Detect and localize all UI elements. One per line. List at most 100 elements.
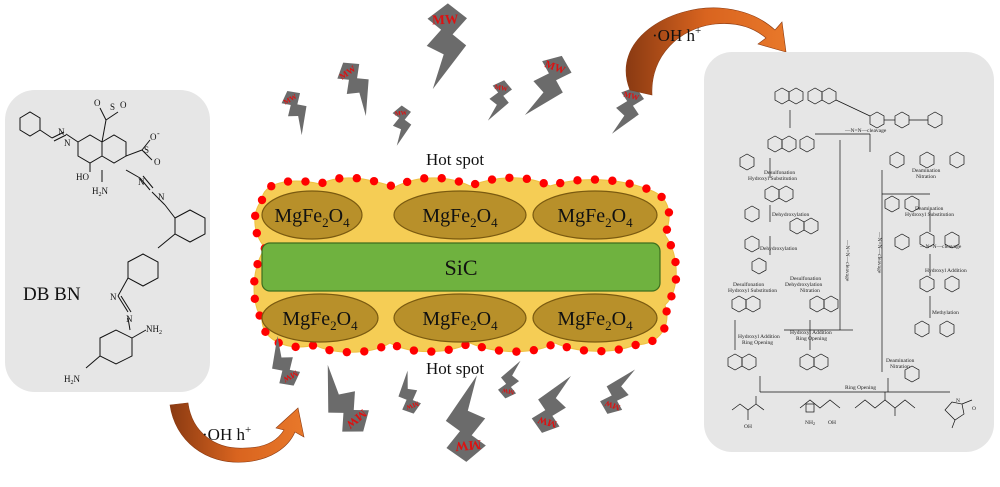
halo-dot [377,343,386,352]
halo-dot [487,175,497,184]
label-hydroxyl-substitution: Hydroxyl Substitution [748,176,797,182]
mw-label: MW [623,90,641,103]
halo-dot [590,175,600,184]
atom-s2: S [144,145,149,155]
label-ring-opening-2: Ring Opening [796,336,827,342]
ferrite-top-2: MgFe2O4 [393,190,527,240]
halo-dot [529,345,539,355]
atom-h2n: H2N [92,186,109,198]
halo-dot [308,341,318,350]
label-deamination: Deamination [912,168,941,174]
atom-ho: HO [76,172,89,182]
radical-top-label: ·OH h+ [652,25,701,45]
label-hydroxyl-addition-3: Hydroxyl Addition [925,268,967,274]
atom-n2: N [64,138,71,148]
mw-bolt-shape [426,3,467,90]
mw-bolt-icon: MW [272,336,301,386]
mw-bolt-shape [281,90,307,136]
halo-dot [325,345,334,355]
mw-bolt-icon: MW [445,375,486,462]
label-dehydroxylation-nitration: Dehydroxylation [785,282,823,288]
sic-label: SiC [444,255,477,280]
mw-label: MW [432,11,459,27]
mw-bolt-icon: MW [281,90,307,136]
atom-n3: N [138,177,145,187]
label-oh-2: OH [828,420,836,426]
halo-dot [648,336,657,346]
mw-bolt-icon: MW [611,87,645,134]
halo-dot [657,192,666,202]
ferrite-top-1: MgFe2O4 [261,190,363,240]
halo-dot [470,179,480,189]
label-hydroxyl-substitution-2: Hydroxyl Substitution [905,212,954,218]
atom-h2n-bottom: H2N [64,374,81,386]
atom-o3: O [154,157,161,167]
mw-bolt-shape [327,364,369,432]
halo-dot [283,177,293,186]
ferrite-bottom-1: MgFe2O4 [261,293,379,343]
halo-dot [250,277,259,286]
halo-dot [505,173,514,182]
label-nitration-2: Nitration [800,288,820,294]
halo-dot [664,208,674,217]
label-nn-cleavage-2: —N=N—cleavage [919,244,962,250]
curved-arrow-icon [625,7,787,96]
halo-dot [257,195,267,205]
label-desulfonation-3: Desulfonation [790,275,821,282]
mw-bolt-shape [487,80,512,121]
mw-bolt-shape [392,105,412,146]
halo-dot [420,174,429,183]
degradation-pathway [727,87,973,429]
atom-s1: S [110,102,115,112]
halo-dot [301,177,310,186]
halo-dot [666,241,676,250]
label-nn-cleavage-vertical-2: —N=N—cleavage [876,231,882,274]
halo-dot [250,294,260,304]
atom-nh2: NH2 [146,324,162,336]
halo-dot [512,347,521,356]
mw-bolt-icon: MW [498,360,521,399]
mw-bolt-icon: MW [600,369,636,414]
halo-dot [522,174,532,184]
halo-dot [318,178,327,188]
ferrite-label: MgFe2O4 [422,205,498,230]
atom-o1: O [120,100,127,110]
radical-bottom-label: ·OH h+ [202,424,251,444]
atom-o2: O [94,98,101,108]
label-dehydroxylation: Dehydroxylation [772,212,810,218]
mw-label: MW [454,437,482,454]
halo-dot [662,307,671,316]
halo-dot [427,347,436,356]
mw-label: MW [501,386,515,395]
mw-bolt-icon: MW [327,364,369,432]
halo-dot [477,342,487,352]
radical-arrow-top: ·OH h+ [625,7,787,96]
halo-dot [597,347,606,356]
label-n: N [956,398,960,404]
halo-dot [667,292,676,301]
halo-dot [494,346,504,355]
halo-dot [392,342,402,351]
label-nn-cleavage: —N=N—cleavage [844,128,887,134]
halo-dot [539,179,548,188]
label-ring-opening-3: Ring Opening [845,385,876,391]
mw-bolt-shape [337,62,369,117]
halo-dots [250,173,681,357]
halo-dot [291,342,300,352]
halo-dot [573,176,582,185]
halo-dot [250,211,260,221]
label-methylation: Methylation [932,310,959,316]
mw-bolt-shape [531,376,571,433]
label-desulfonation: Desulfonation [764,169,795,176]
atom-n4: N [158,192,165,202]
label-nh2: NH2 [805,420,815,426]
label-oh-1: OH [744,424,752,430]
halo-dot [369,176,379,186]
halo-dot [335,174,344,183]
dye-atom-labels: N N S O O S O - O HO H2N N N N N NH2 H2N [58,98,165,386]
mw-bolt-icon: MW [524,55,572,115]
ferrite-bottom-2: MgFe2O4 [393,293,527,343]
atom-n5: N [110,292,117,302]
halo-dot [437,174,446,183]
